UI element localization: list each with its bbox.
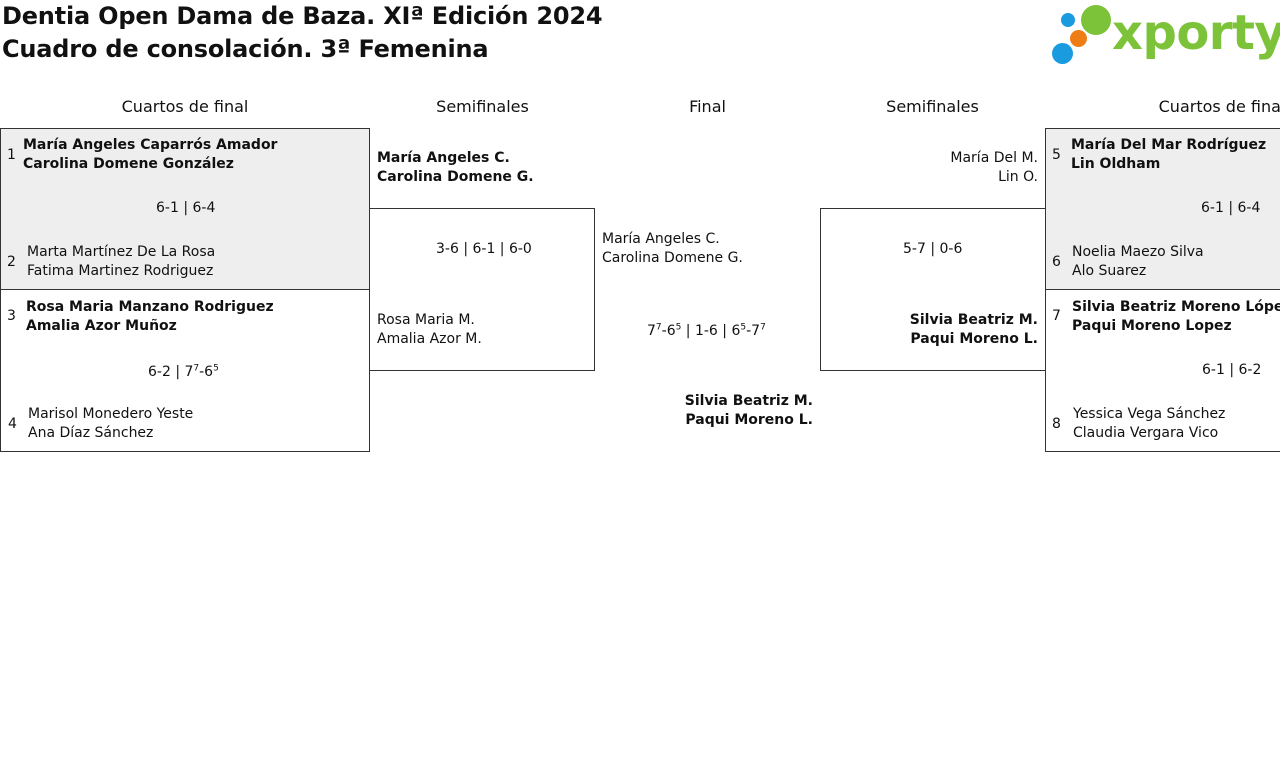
tiebreak-score: 5 (675, 322, 682, 333)
match-score: 6-2 | 77-65 (148, 363, 219, 382)
player-name: Lin Oldham (1071, 156, 1161, 172)
score-part: 7 (647, 323, 656, 339)
round-header-left-sf: Semifinales (436, 97, 529, 116)
player-name: Amalia Azor Muñoz (26, 318, 177, 334)
tiebreak-score: 7 (655, 322, 662, 333)
match-score: 6-1 | 6-2 (1202, 362, 1262, 378)
score-part: -7 (746, 323, 761, 339)
match-score: 6-1 | 6-4 (156, 200, 216, 216)
left-sf-bracket (369, 208, 595, 371)
seed-number: 8 (1052, 416, 1061, 432)
player-name: Marisol Monedero Yeste (28, 406, 194, 422)
player-name: Rosa Maria Manzano Rodriguez (26, 299, 274, 315)
seed-number: 6 (1052, 254, 1061, 270)
title-line-2: Cuadro de consolación. 3ª Femenina (2, 35, 489, 63)
player-name: Carolina Domene González (23, 156, 234, 172)
tiebreak-score: 7 (193, 363, 200, 374)
seed-number: 4 (8, 416, 17, 432)
title-line-1: Dentia Open Dama de Baza. XIª Edición 20… (2, 2, 603, 30)
player-name: María Angeles C. (602, 231, 720, 247)
logo-text: xporty (1112, 5, 1280, 61)
player-name: Alo Suarez (1072, 263, 1147, 279)
player-name: Noelia Maezo Silva (1072, 244, 1204, 260)
score-part: -6 (661, 323, 676, 339)
player-name: Ana Díaz Sánchez (28, 425, 154, 441)
player-name: Amalia Azor M. (377, 331, 482, 347)
right-qf-match-2 (1045, 289, 1280, 452)
champion-name: Paqui Moreno L. (685, 412, 813, 428)
player-name: María Del Mar Rodríguez (1071, 137, 1267, 153)
player-name: Silvia Beatriz Moreno López (1072, 299, 1280, 315)
xporty-logo[interactable]: xporty (1052, 5, 1280, 67)
tiebreak-score: 5 (213, 363, 219, 374)
champion-name: Silvia Beatriz M. (684, 393, 813, 409)
player-name: Carolina Domene G. (602, 250, 743, 266)
player-name: Carolina Domene G. (377, 169, 534, 185)
logo-dot-blue-small-icon (1061, 13, 1075, 27)
player-name: María Del M. (950, 150, 1038, 166)
score-part: | 1-6 | 6 (681, 323, 741, 339)
logo-dot-green-icon (1081, 5, 1111, 35)
seed-number: 1 (7, 147, 16, 163)
player-name: Lin O. (998, 169, 1038, 185)
seed-number: 2 (7, 254, 16, 270)
player-name: María Angeles Caparrós Amador (23, 137, 278, 153)
player-name: Yessica Vega Sánchez (1073, 406, 1226, 422)
seed-number: 3 (7, 308, 16, 324)
match-score: 6-1 | 6-4 (1201, 200, 1261, 216)
seed-number: 7 (1052, 308, 1061, 324)
logo-dot-orange-icon (1070, 30, 1087, 47)
final-score: 77-65 | 1-6 | 65-77 (647, 322, 766, 341)
round-header-right-qf: Cuartos de final (1158, 97, 1280, 116)
player-name: Paqui Moreno L. (910, 331, 1038, 347)
player-name: María Angeles C. (377, 150, 510, 166)
page-title: Dentia Open Dama de Baza. XIª Edición 20… (2, 0, 603, 66)
player-name: Paqui Moreno Lopez (1072, 318, 1232, 334)
player-name: Silvia Beatriz M. (909, 312, 1038, 328)
logo-dot-blue-large-icon (1052, 43, 1073, 64)
seed-number: 5 (1052, 147, 1061, 163)
round-header-final: Final (689, 97, 726, 116)
score-part: -6 (199, 364, 214, 380)
player-name: Fatima Martinez Rodriguez (27, 263, 214, 279)
round-header-right-sf: Semifinales (886, 97, 979, 116)
match-score: 5-7 | 0-6 (903, 241, 963, 257)
tiebreak-score: 7 (760, 322, 766, 333)
player-name: Rosa Maria M. (377, 312, 475, 328)
player-name: Claudia Vergara Vico (1073, 425, 1219, 441)
score-part: 6-2 | 7 (148, 364, 194, 380)
match-score: 3-6 | 6-1 | 6-0 (436, 241, 532, 257)
player-name: Marta Martínez De La Rosa (27, 244, 216, 260)
left-qf-match-1 (0, 128, 370, 290)
round-header-left-qf: Cuartos de final (121, 97, 249, 116)
right-sf-bracket (820, 208, 1046, 371)
tiebreak-score: 5 (740, 322, 747, 333)
